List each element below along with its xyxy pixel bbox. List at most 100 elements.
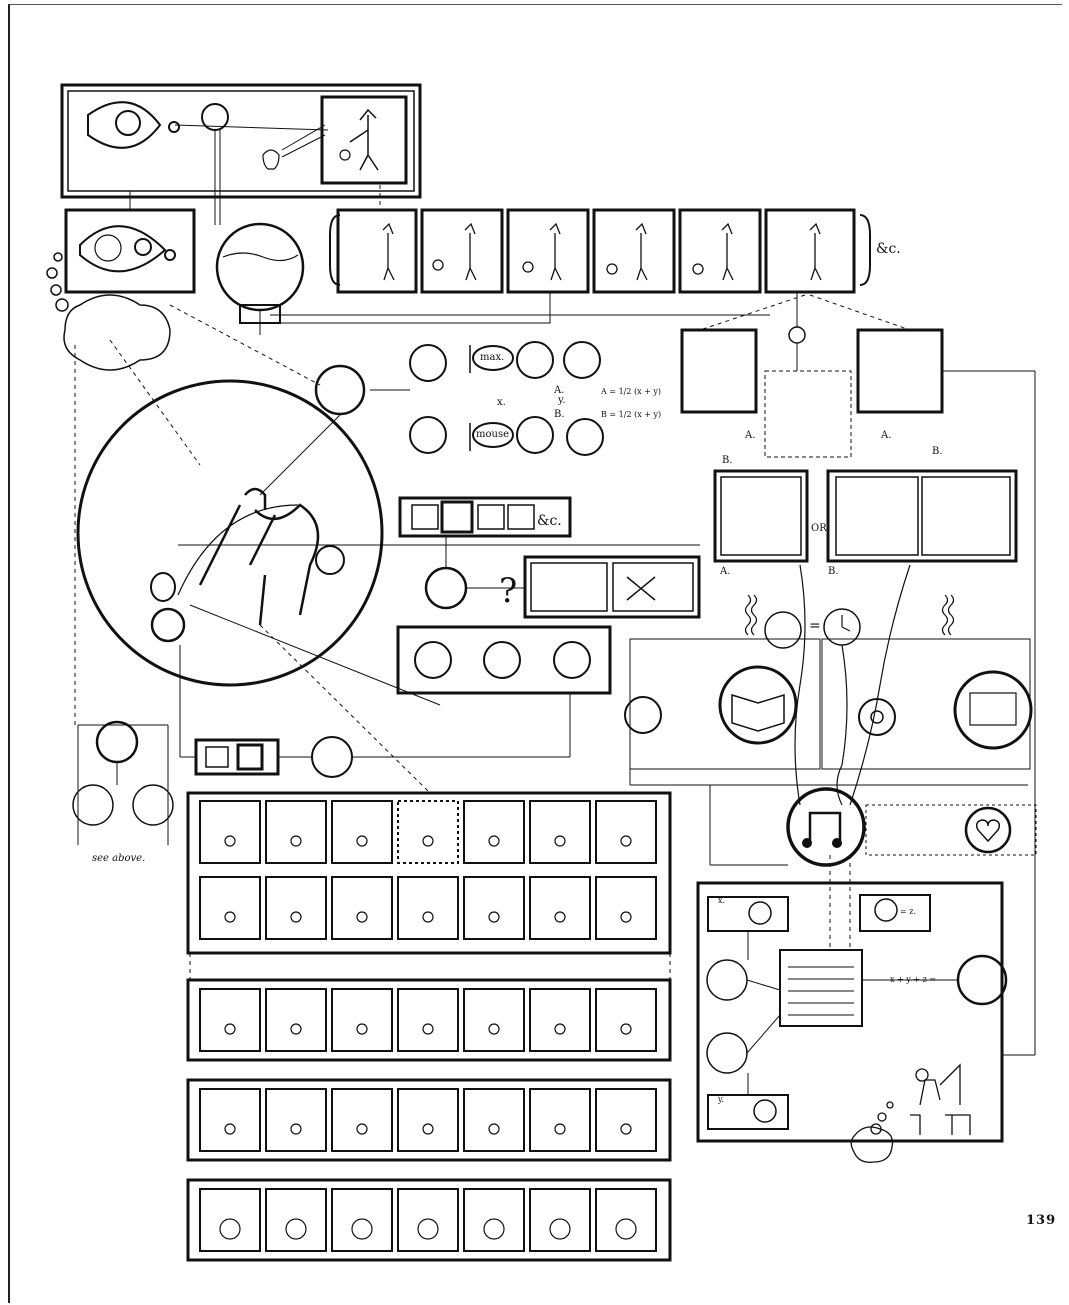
- grid-cell: [266, 1089, 326, 1151]
- figure-mark: [621, 912, 631, 922]
- figure-mark: [225, 1124, 235, 1134]
- figure-mark: [423, 1024, 433, 1034]
- grid-cell: [200, 989, 260, 1051]
- page-number: 139: [1026, 1213, 1056, 1228]
- grid-cell: [200, 877, 260, 939]
- grid-cell: [398, 877, 458, 939]
- grid-cell: [530, 989, 590, 1051]
- formula-y: y.: [558, 395, 566, 406]
- brain-icon: [95, 235, 121, 261]
- grid-cell: [398, 801, 458, 863]
- theater-stage-icon: [955, 672, 1031, 748]
- figure-mark: [489, 1124, 499, 1134]
- figure-mark: [291, 912, 301, 922]
- grid-cell: [530, 1189, 590, 1251]
- grid-cell: [200, 1189, 260, 1251]
- grid-cell: [398, 1189, 458, 1251]
- monkey-diagram: [10, 5, 1062, 1303]
- figure-mark: [555, 912, 565, 922]
- score-y: y.: [718, 1095, 724, 1104]
- grid-cell: [332, 801, 392, 863]
- label-b-mid: B.: [722, 455, 733, 466]
- big-circle: [78, 381, 382, 685]
- eye-shape-icon: [88, 102, 160, 148]
- figure-mark: [357, 836, 367, 846]
- grid-cell: [464, 1089, 524, 1151]
- water-globe: [217, 224, 303, 310]
- figure-mark: [225, 1024, 235, 1034]
- grid-cell: [464, 801, 524, 863]
- equals-sign: =: [809, 618, 821, 634]
- grid-cell: [200, 801, 260, 863]
- figure-mark: [484, 1219, 504, 1239]
- figure-mark: [291, 1124, 301, 1134]
- label-b-bottom: B.: [828, 566, 839, 577]
- grid-cell: [530, 801, 590, 863]
- grid-cell: [332, 877, 392, 939]
- figure-mark: [555, 836, 565, 846]
- or-label: OR: [811, 523, 827, 534]
- figure-mark: [357, 912, 367, 922]
- label-a-bottom: A.: [720, 566, 730, 577]
- light-bulb-icon: [263, 150, 279, 169]
- figure-mark: [621, 836, 631, 846]
- grid-cell: [464, 1189, 524, 1251]
- heart-icon: [966, 808, 1010, 852]
- figure-mark: [555, 1124, 565, 1134]
- grid-cell: [596, 801, 656, 863]
- figure-mark: [555, 1024, 565, 1034]
- figure-mark: [423, 912, 433, 922]
- figure-mark: [423, 1124, 433, 1134]
- figure-mark: [621, 1024, 631, 1034]
- score-x: x.: [718, 896, 725, 905]
- grid-cell: [332, 1189, 392, 1251]
- grid-cell: [596, 989, 656, 1051]
- etc-label-mid: &c.: [537, 513, 562, 529]
- grid-cell: [398, 1089, 458, 1151]
- figure-mark: [418, 1219, 438, 1239]
- question-mark: ?: [499, 571, 517, 611]
- thought-cloud: [64, 295, 170, 370]
- light-bulb-icon: [484, 642, 520, 678]
- formula-eq-a: A = 1/2 (x + y): [601, 387, 661, 396]
- brain-icon: [554, 642, 590, 678]
- formula-b: B.: [554, 409, 565, 420]
- figure-mark: [489, 1024, 499, 1034]
- grid-cell: [266, 1189, 326, 1251]
- label-a-right: A.: [881, 430, 891, 441]
- figure-mark: [357, 1024, 367, 1034]
- figure-mark: [286, 1219, 306, 1239]
- grid-cell: [332, 989, 392, 1051]
- figure-mark: [291, 836, 301, 846]
- illustration-page: 139 see above. &c. &c. ? OR max. mouse x…: [8, 4, 1062, 1303]
- figure-mark: [225, 912, 235, 922]
- grid-cell: [266, 801, 326, 863]
- figure-mark: [352, 1219, 372, 1239]
- formula-a: A.: [554, 385, 564, 396]
- grid-cell: [398, 989, 458, 1051]
- figure-mark: [220, 1219, 240, 1239]
- grid-cell: [596, 877, 656, 939]
- figure-mark: [616, 1219, 636, 1239]
- formula-max: max.: [480, 352, 504, 363]
- formula-eq-b: B = 1/2 (x + y): [601, 410, 661, 419]
- figure-mark: [489, 836, 499, 846]
- grid-cell: [332, 1089, 392, 1151]
- grid-cell: [464, 877, 524, 939]
- grid-cell: [596, 1189, 656, 1251]
- see-above-caption: see above.: [92, 853, 145, 864]
- formula-mouse: mouse: [476, 429, 509, 440]
- grid-cell: [266, 989, 326, 1051]
- figure-mark: [357, 1124, 367, 1134]
- figure-mark: [291, 1024, 301, 1034]
- grid-cell: [200, 1089, 260, 1151]
- figure-mark: [489, 912, 499, 922]
- label-a-left: A.: [745, 430, 755, 441]
- label-b-right: B.: [932, 446, 943, 457]
- grid-cell: [530, 1089, 590, 1151]
- figure-mark: [225, 836, 235, 846]
- grid-cell: [596, 1089, 656, 1151]
- grid-cell: [464, 989, 524, 1051]
- formula-x: x.: [497, 397, 506, 408]
- etc-label-top: &c.: [876, 241, 901, 257]
